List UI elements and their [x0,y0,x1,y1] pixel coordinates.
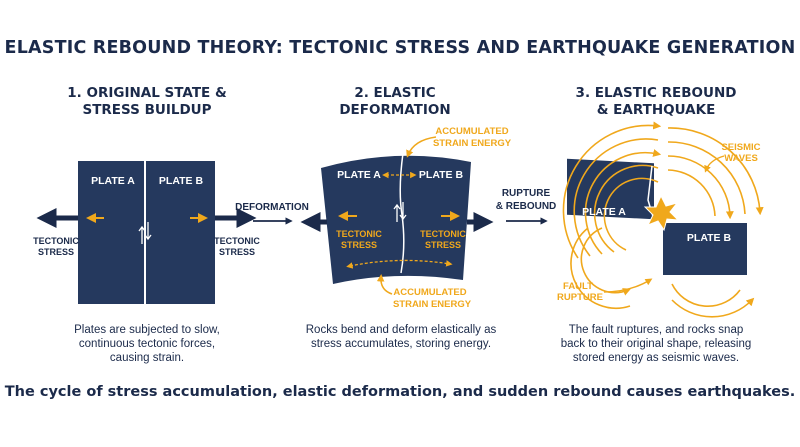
shear-arrows-icon [138,222,152,244]
panel3-desc-line3: stored energy as seismic waves. [572,352,740,364]
panel2-tectonic-left-1: TECTONIC [336,229,382,239]
panel2-plate-b-label: PLATE B [419,169,464,181]
panel2-tectonic-right-1: TECTONIC [420,229,466,239]
panel1-tectonic-left-1: TECTONIC [33,236,79,246]
seismic-waves [562,121,764,318]
panel3-desc-line2: back to their original shape, releasing [560,338,752,350]
panel2-desc-line1: Rocks bend and deform elastically as [305,324,497,336]
panel1-description: Plates are subjected to slow, continuous… [32,323,262,365]
deformation-label: DEFORMATION [235,202,309,213]
page-title: ELASTIC REBOUND THEORY: TECTONIC STRESS … [4,38,796,58]
panel3-fault-pointer [603,278,653,293]
panel2-bottom-strain-arrow [346,259,453,269]
panel3-diagram: PLATE A PLATE B SEISMIC WAVES FAULT RUPT… [557,121,764,318]
panel1-tectonic-right-2: STRESS [219,247,255,257]
panel1-desc-line1: Plates are subjected to slow, [74,324,220,336]
panel3-fault-1: FAULT [563,281,593,292]
panel1-plate-a-label: PLATE A [91,175,135,187]
panel3-desc-line1: The fault ruptures, and rocks snap [568,324,744,336]
panel1-plate-a [78,161,144,304]
footer-summary: The cycle of stress accumulation, elasti… [4,384,796,400]
panel3-fault-2: RUPTURE [557,292,603,303]
panel2-bottom-energy-pointer [376,274,393,295]
panel3-waves-2: WAVES [724,153,758,164]
panel3-description: The fault ruptures, and rocks snap back … [541,323,771,365]
epicenter-star-icon [643,194,680,232]
panel3-plate-b-label: PLATE B [687,232,732,244]
panel1-heading-line1: 1. ORIGINAL STATE & [67,85,227,101]
panel2-bent-block [321,155,471,284]
panel1-heading-line2: STRESS BUILDUP [82,102,212,118]
panel2-top-energy-pointer [406,136,437,158]
panel1-heading: 1. ORIGINAL STATE & STRESS BUILDUP [42,85,252,119]
panel2-heading: 2. ELASTIC DEFORMATION [290,85,500,119]
panel2-tectonic-left-2: STRESS [341,240,377,250]
panel1-desc-line2: continuous tectonic forces, [78,338,216,350]
panel2-desc-line2: stress accumulates, storing energy. [310,338,492,350]
panel3-heading: 3. ELASTIC REBOUND & EARTHQUAKE [551,85,761,119]
panel3-plate-b [663,223,747,275]
panel1-plate-b [146,161,215,304]
panel1-tectonic-right-1: TECTONIC [214,236,260,246]
panel2-shear-arrows-icon [393,202,407,222]
panel2-top-energy-2: STRAIN ENERGY [433,138,512,149]
panel3-plate-a-label: PLATE A [582,206,626,218]
panel1-tectonic-left-2: STRESS [38,247,74,257]
panel3-waves-1: SEISMIC [721,142,760,153]
rupture-label-2: & REBOUND [496,201,557,212]
panel1-desc-line3: causing strain. [109,352,185,364]
panel3-heading-line2: & EARTHQUAKE [596,102,716,118]
panel2-heading-line1: 2. ELASTIC [354,85,436,101]
panel3-waves-pointer [704,155,725,173]
panel3-heading-line1: 3. ELASTIC REBOUND [575,85,737,101]
panel2-tectonic-right-2: STRESS [425,240,461,250]
rupture-label-1: RUPTURE [502,188,551,199]
panel2-plate-a-label: PLATE A [337,169,381,181]
panel3-plate-a [567,158,654,220]
panel2-top-energy-1: ACCUMULATED [435,126,508,137]
panel2-bottom-energy-2: STRAIN ENERGY [393,299,472,310]
panel2-heading-line2: DEFORMATION [339,102,451,118]
panel1-diagram: PLATE A PLATE B TECTONIC STRESS TECTONIC… [33,161,260,304]
panel2-diagram: PLATE A PLATE B TECTONIC STRESS TECTONIC… [300,126,512,310]
panel2-description: Rocks bend and deform elastically as str… [286,323,516,351]
panel1-plate-b-label: PLATE B [159,175,204,187]
panel2-bottom-energy-1: ACCUMULATED [393,287,466,298]
